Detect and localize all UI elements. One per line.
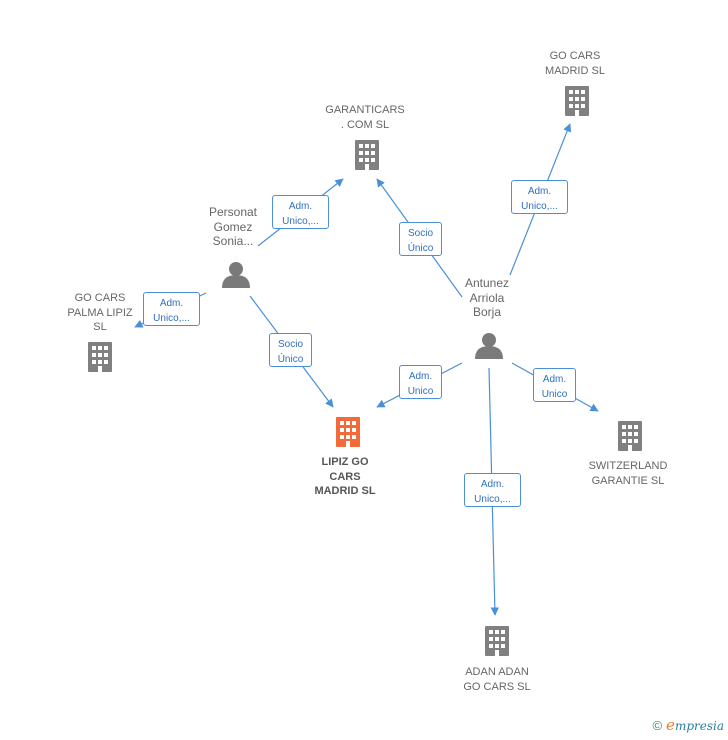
- brand-logo[interactable]: empresia: [666, 716, 724, 734]
- building-icon-gocars_palma[interactable]: [88, 342, 112, 372]
- footer-copyright: ©empresia: [652, 716, 724, 734]
- company-label-switzerland[interactable]: SWITZERLAND GARANTIE SL: [588, 460, 668, 487]
- company-label-adan[interactable]: ADAN ADAN GO CARS SL: [463, 666, 531, 693]
- edge-label-antunez-lipiz[interactable]: Adm. Unico: [399, 365, 442, 399]
- edge-label-antunez-switzerland[interactable]: Adm. Unico: [533, 368, 576, 402]
- edge-label-antunez-adan[interactable]: Adm. Unico,...: [464, 473, 521, 507]
- person-label-antunez[interactable]: Antunez Arriola Borja: [464, 276, 510, 319]
- person-icon-personat[interactable]: [222, 262, 250, 288]
- person-label-personat[interactable]: Personat Gomez Sonia...: [208, 205, 258, 248]
- edge-label-personat-garanticars[interactable]: Adm. Unico,...: [272, 195, 329, 229]
- edge-label-personat-gocars-palma[interactable]: Adm. Unico,...: [143, 292, 200, 326]
- company-label-garanticars[interactable]: GARANTICARS . COM SL: [325, 104, 405, 131]
- building-icon-garanticars[interactable]: [355, 140, 379, 170]
- company-label-gocars-palma[interactable]: GO CARS PALMA LIPIZ SL: [67, 292, 133, 333]
- building-icon-switzerland[interactable]: [618, 421, 642, 451]
- copyright-icon: ©: [652, 718, 663, 733]
- building-icon-lipiz[interactable]: [336, 417, 360, 447]
- building-icon-gocars_madrid[interactable]: [565, 86, 589, 116]
- edge-label-antunez-garanticars[interactable]: Socio Único: [399, 222, 442, 256]
- building-icon-adan[interactable]: [485, 626, 509, 656]
- edge-label-personat-lipiz[interactable]: Socio Único: [269, 333, 312, 367]
- company-label-gocars-madrid[interactable]: GO CARS MADRID SL: [545, 50, 605, 77]
- person-icon-antunez[interactable]: [475, 333, 503, 359]
- edge-label-antunez-gocars-madrid[interactable]: Adm. Unico,...: [511, 180, 568, 214]
- company-label-lipiz[interactable]: LIPIZ GO CARS MADRID SL: [314, 456, 376, 497]
